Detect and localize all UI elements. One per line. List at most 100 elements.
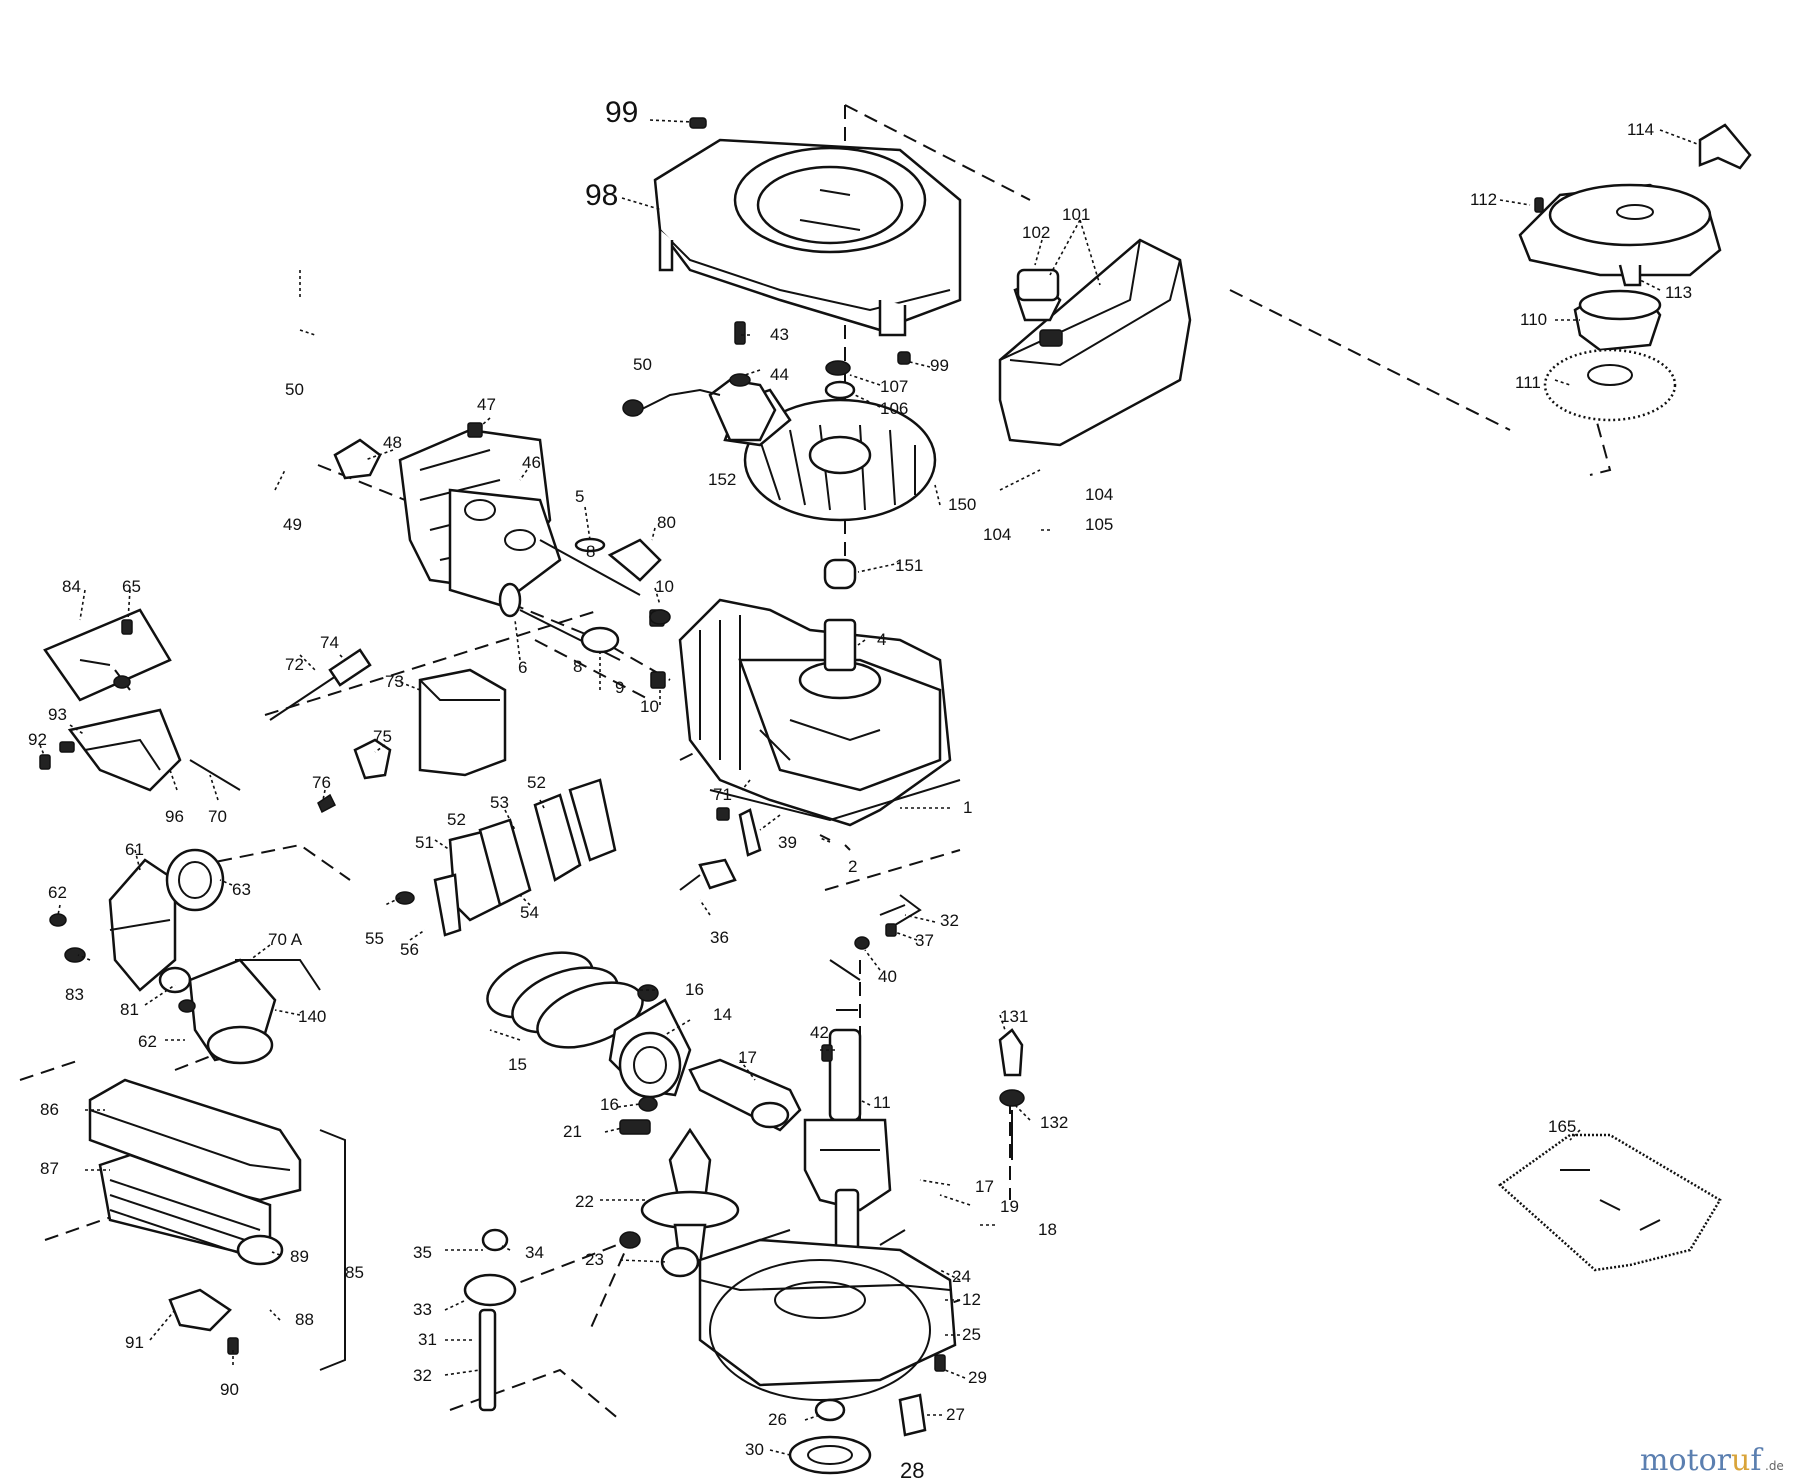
label-112: 112	[1470, 190, 1497, 209]
piston-rod	[486, 951, 802, 1132]
label-81: 81	[120, 1000, 139, 1019]
label-50b: 50	[285, 380, 304, 399]
label-65: 65	[122, 577, 141, 596]
label-85: 85	[345, 1263, 364, 1282]
watermark-logo: motoruf	[1640, 1443, 1763, 1478]
label-90: 90	[220, 1380, 239, 1399]
recoil-starter	[1518, 123, 1752, 422]
label-14: 14	[713, 1005, 732, 1024]
label-54: 54	[520, 903, 539, 922]
gasket-bag	[1498, 1133, 1722, 1272]
label-42: 42	[810, 1023, 829, 1042]
label-150: 150	[948, 495, 976, 514]
label-61: 61	[125, 840, 144, 859]
label-10a: 10	[655, 577, 674, 596]
label-16b: 16	[600, 1095, 619, 1114]
label-8b: 8	[573, 657, 582, 676]
label-15: 15	[508, 1055, 527, 1074]
label-80: 80	[657, 513, 676, 532]
label-5: 5	[575, 487, 584, 506]
label-29: 29	[968, 1368, 987, 1387]
motoruf-watermark: motoruf .de	[1640, 1443, 1784, 1478]
label-91: 91	[125, 1333, 144, 1352]
watermark-letter: m	[1640, 1443, 1668, 1478]
label-53: 53	[490, 793, 509, 812]
label-93: 93	[48, 705, 67, 724]
label-52a: 52	[527, 773, 546, 792]
control-bracket	[39, 608, 241, 792]
label-114: 114	[1627, 120, 1654, 139]
label-92: 92	[28, 730, 47, 749]
label-99a: 99	[605, 96, 638, 129]
label-2: 2	[848, 857, 857, 876]
label-32a: 32	[940, 911, 959, 930]
label-140: 140	[298, 1007, 326, 1026]
label-84: 84	[62, 577, 81, 596]
label-35: 35	[413, 1243, 432, 1262]
spark-plug	[998, 1028, 1025, 1160]
label-31: 31	[418, 1330, 437, 1349]
label-22: 22	[575, 1192, 594, 1211]
label-46: 46	[522, 453, 541, 472]
label-111: 111	[1515, 373, 1541, 392]
label-73: 73	[385, 672, 404, 691]
breather-assembly	[395, 778, 617, 937]
label-27: 27	[946, 1405, 965, 1424]
part-labels: 99 98 43 44 107 106 99 102 101 114 112 1…	[28, 96, 1692, 1482]
watermark-suffix: .de	[1765, 1459, 1784, 1473]
label-10b: 10	[640, 697, 659, 716]
label-165: 165	[1548, 1117, 1576, 1136]
flywheel	[622, 321, 937, 590]
label-52b: 52	[447, 810, 466, 829]
camshaft-gears	[463, 1119, 740, 1412]
label-107: 107	[880, 377, 908, 396]
label-50a: 50	[633, 355, 652, 374]
label-102: 102	[1022, 223, 1050, 242]
label-56: 56	[400, 940, 419, 959]
sump-base	[698, 1229, 957, 1475]
watermark-letter: o	[1668, 1443, 1686, 1478]
label-32b: 32	[413, 1366, 432, 1385]
muffler	[269, 648, 507, 814]
label-113: 113	[1665, 283, 1692, 302]
label-21: 21	[563, 1122, 582, 1141]
label-4: 4	[877, 630, 886, 649]
label-18: 18	[1038, 1220, 1057, 1239]
label-48: 48	[383, 433, 402, 452]
label-132: 132	[1040, 1113, 1068, 1132]
carburetor	[49, 848, 321, 1065]
label-106: 106	[880, 399, 908, 418]
label-70a: 70 A	[268, 930, 303, 949]
label-16a: 16	[685, 980, 704, 999]
label-63: 63	[232, 880, 251, 899]
label-62b: 62	[138, 1032, 157, 1051]
label-152: 152	[708, 470, 736, 489]
label-83: 83	[65, 985, 84, 1004]
label-51: 51	[415, 833, 434, 852]
label-40: 40	[878, 967, 897, 986]
label-70: 70	[208, 807, 227, 826]
label-17b: 17	[975, 1177, 994, 1196]
watermark-letter: f	[1750, 1443, 1763, 1478]
label-47: 47	[477, 395, 496, 414]
leader-lines	[39, 119, 1701, 1456]
label-17a: 17	[738, 1048, 757, 1067]
watermark-letter: o	[1699, 1443, 1717, 1478]
label-55: 55	[365, 929, 384, 948]
label-6: 6	[518, 658, 527, 677]
watermark-letter: r	[1717, 1443, 1732, 1478]
label-43: 43	[770, 325, 789, 344]
label-62a: 62	[48, 883, 67, 902]
label-37: 37	[915, 931, 934, 950]
label-96: 96	[165, 807, 184, 826]
label-12: 12	[962, 1290, 981, 1309]
fuel-tank	[998, 238, 1192, 447]
label-87: 87	[40, 1159, 59, 1178]
engine-block	[678, 598, 961, 827]
label-110: 110	[1520, 310, 1547, 329]
cylinder-head	[333, 422, 671, 689]
watermark-letter: u	[1731, 1443, 1750, 1478]
label-39: 39	[778, 833, 797, 852]
label-11: 11	[873, 1093, 891, 1112]
